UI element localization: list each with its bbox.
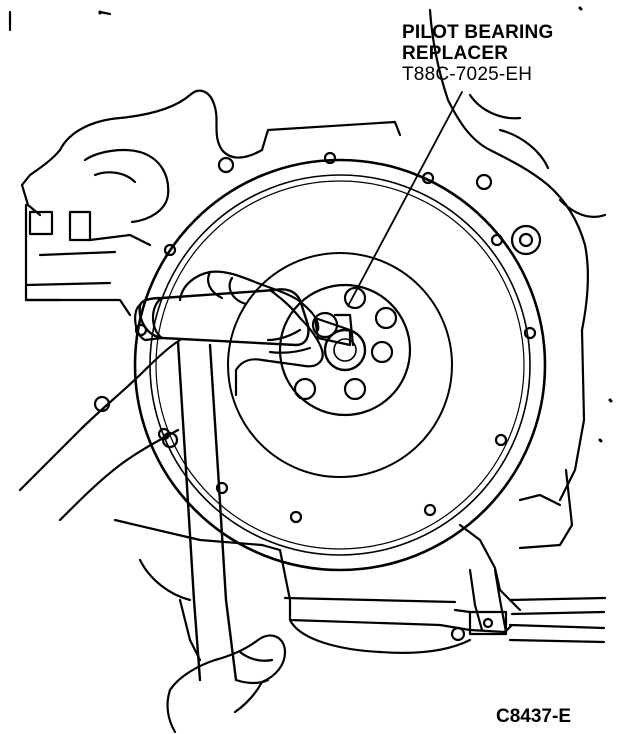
- callout-leader-line: [347, 91, 463, 307]
- linkage: [453, 608, 514, 634]
- callout-label: PILOT BEARING REPLACER T88C-7025-EH: [402, 22, 553, 85]
- callout-part-number: T88C-7025-EH: [402, 64, 533, 85]
- forearm: [18, 338, 182, 522]
- lower-hand: [166, 634, 287, 734]
- flywheel: [133, 151, 547, 572]
- callout-line-1: PILOT BEARING: [402, 22, 554, 43]
- hand-icon: [178, 270, 324, 397]
- figure-id: C8437-E: [496, 706, 571, 727]
- hammer-icon: [134, 288, 310, 682]
- pilot-bearing-replacer-tool: [311, 311, 355, 347]
- callout-line-2: REPLACER: [402, 43, 509, 64]
- engine-block: [8, 6, 613, 662]
- crankshaft-hub: [278, 283, 412, 417]
